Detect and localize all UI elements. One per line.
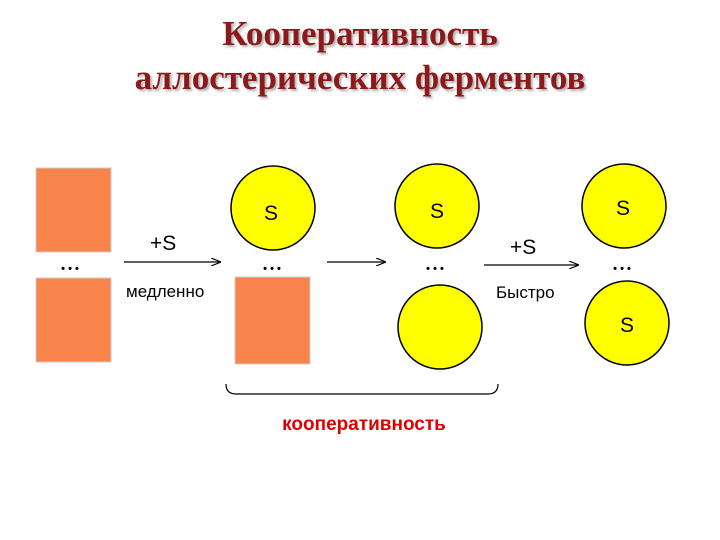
- dots-3: • • •: [426, 263, 444, 275]
- rate-label-fast: Быстро: [496, 283, 555, 302]
- substrate-label-3: S: [430, 200, 444, 223]
- subunit-circle-bound-4b: [584, 280, 670, 366]
- substrate-label-4b: S: [620, 314, 634, 337]
- slide-title: Кооперативность аллостерических ферменто…: [0, 12, 720, 100]
- subunit-circle-bound-3: [394, 163, 480, 249]
- rate-label-slow: медленно: [126, 282, 204, 301]
- dots-4: • • •: [613, 263, 631, 275]
- arrow-slow-label: +S: [150, 232, 176, 255]
- subunit-circle-empty-3: [397, 284, 483, 370]
- subunit-square-bottom-1: [35, 277, 112, 363]
- subunit-circle-bound-2: [230, 165, 316, 251]
- title-line-1: Кооперативность: [222, 14, 498, 53]
- title-line-2: аллостерических ферментов: [134, 58, 586, 97]
- dots-1: • • •: [61, 263, 79, 275]
- subunit-square-bottom-2: [234, 276, 311, 365]
- substrate-label-2: S: [264, 202, 278, 225]
- arrow-fast-label: +S: [510, 236, 536, 259]
- cooperativity-caption: кооперативность: [282, 414, 446, 435]
- cooperativity-bracket: [225, 383, 499, 395]
- subunit-circle-bound-4a: [581, 163, 667, 249]
- substrate-label-4a: S: [616, 197, 630, 220]
- dots-2: • • •: [263, 263, 281, 275]
- subunit-square-top-1: [35, 167, 112, 253]
